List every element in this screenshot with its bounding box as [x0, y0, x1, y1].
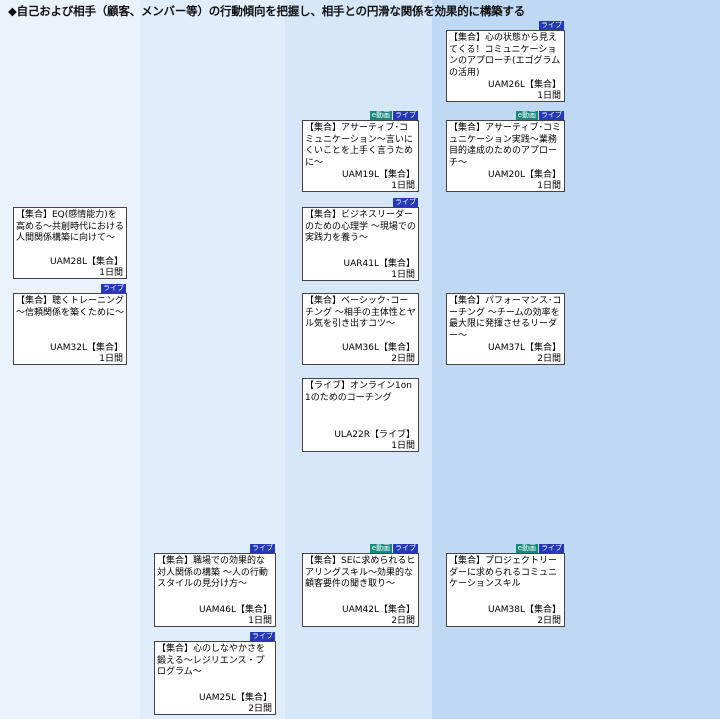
course-title: 【集合】ビジネスリーダーのための心理学 ～現場での実践力を養う～ [305, 210, 416, 243]
live-badge: ライブ [539, 111, 564, 120]
course-code: UAM26L【集合】 [488, 80, 561, 90]
course-duration: 2日間 [391, 354, 415, 364]
course-card-ula22r[interactable]: 【ライブ】オンライン1on1のためのコーチング ULA22R【ライブ】1日間 [302, 378, 419, 452]
course-card-uam38l[interactable]: 【集合】プロジェクトリーダーに求められるコミュニケーションスキル UAM38L【集… [446, 544, 565, 627]
course-card-uam37l[interactable]: 【集合】パフォーマンス･コーチング ～チームの効率を最大限に発揮させるリーダー～… [446, 293, 565, 365]
live-badge: ライブ [250, 544, 275, 553]
course-title: 【集合】EQ(感情能力)を高める～共創時代における人間関係構築に向けて～ [16, 210, 125, 243]
course-title: 【ライブ】オンライン1on1のためのコーチング [305, 381, 412, 403]
course-card-uam19l[interactable]: 【集合】アサーティブ･コミュニケーション～言いにくいことを上手く言うために～ UA… [302, 111, 419, 192]
course-code: UAM36L【集合】 [342, 343, 415, 353]
course-card-uam32l[interactable]: 【集合】聴くトレーニング～信頼関係を築くために～ UAM32L【集合】1日間 ライブ [13, 284, 127, 365]
badge-group: e動画ライブ [515, 544, 564, 553]
course-duration: 2日間 [248, 704, 272, 714]
badge-group: e動画ライブ [369, 544, 418, 553]
course-duration: 1日間 [391, 181, 415, 191]
course-duration: 1日間 [537, 181, 561, 191]
course-code: UAM20L【集合】 [488, 170, 561, 180]
badge-group: ライブ [393, 198, 418, 207]
live-badge: ライブ [539, 21, 564, 30]
course-duration: 1日間 [391, 441, 415, 451]
course-duration: 2日間 [391, 616, 415, 626]
course-card-uam26l[interactable]: 【集合】心の状態から見えてくる！コミュニケーションのアプローチ(エゴグラムの活用… [446, 21, 565, 102]
course-duration: 1日間 [248, 616, 272, 626]
course-code: UAM19L【集合】 [342, 170, 415, 180]
course-duration: 1日間 [99, 268, 123, 278]
page-title: ◆自己および相手（顧客、メンバー等）の行動傾向を把握し、相手との円滑な関係を効果… [8, 4, 526, 18]
live-badge: ライブ [101, 284, 126, 293]
badge-group: e動画ライブ [515, 111, 564, 120]
course-code: UAM37L【集合】 [488, 343, 561, 353]
course-card-uar41l[interactable]: 【集合】ビジネスリーダーのための心理学 ～現場での実践力を養う～ UAR41L【集… [302, 198, 419, 281]
course-duration: 2日間 [537, 616, 561, 626]
course-title: 【集合】ベーシック･コーチング ～相手の主体性とヤル気を引き出すコツ～ [305, 296, 416, 329]
live-badge: ライブ [539, 544, 564, 553]
course-title: 【集合】心のしなやかさを鍛える～レジリエンス・プログラム～ [157, 644, 266, 677]
course-code: UAM32L【集合】 [50, 343, 123, 353]
badge-group: ライブ [539, 21, 564, 30]
course-duration: 1日間 [537, 91, 561, 101]
live-badge: ライブ [393, 111, 418, 120]
course-code: UAM38L【集合】 [488, 605, 561, 615]
course-title: 【集合】職場での効果的な対人関係の構築 ～人の行動スタイルの見分け方～ [157, 556, 268, 589]
course-card-uam25l[interactable]: 【集合】心のしなやかさを鍛える～レジリエンス・プログラム～ UAM25L【集合】2… [154, 632, 276, 715]
course-card-uam28l[interactable]: 【集合】EQ(感情能力)を高める～共創時代における人間関係構築に向けて～ UAM2… [13, 207, 127, 279]
course-card-uam20l[interactable]: 【集合】アサーティブ･コミュニケーション実践～業務目的達成のためのアプローチ～ U… [446, 111, 565, 192]
edouga-badge: e動画 [515, 111, 538, 120]
course-duration: 1日間 [391, 270, 415, 280]
course-code: UAR41L【集合】 [343, 259, 415, 269]
course-card-uam36l[interactable]: 【集合】ベーシック･コーチング ～相手の主体性とヤル気を引き出すコツ～ UAM36… [302, 293, 419, 365]
course-code: UAM28L【集合】 [50, 257, 123, 267]
course-title: 【集合】SEに求められるヒアリングスキル～効果的な顧客要件の聞き取り～ [305, 556, 416, 589]
course-title: 【集合】パフォーマンス･コーチング ～チームの効率を最大限に発揮させるリーダー～ [449, 296, 562, 341]
badge-group: ライブ [101, 284, 126, 293]
course-code: UAM25L【集合】 [199, 693, 272, 703]
course-code: UAM46L【集合】 [199, 605, 272, 615]
course-title: 【集合】アサーティブ･コミュニケーション～言いにくいことを上手く言うために～ [305, 123, 414, 168]
badge-group: e動画ライブ [369, 111, 418, 120]
edouga-badge: e動画 [369, 544, 392, 553]
course-title: 【集合】心の状態から見えてくる！コミュニケーションのアプローチ(エゴグラムの活用… [449, 33, 561, 78]
course-code: ULA22R【ライブ】 [334, 430, 415, 440]
live-badge: ライブ [393, 198, 418, 207]
live-badge: ライブ [250, 632, 275, 641]
live-badge: ライブ [393, 544, 418, 553]
course-title: 【集合】プロジェクトリーダーに求められるコミュニケーションスキル [449, 556, 558, 589]
course-title: 【集合】アサーティブ･コミュニケーション実践～業務目的達成のためのアプローチ～ [449, 123, 561, 168]
edouga-badge: e動画 [369, 111, 392, 120]
course-card-uam46l[interactable]: 【集合】職場での効果的な対人関係の構築 ～人の行動スタイルの見分け方～ UAM46… [154, 544, 276, 627]
course-duration: 1日間 [99, 354, 123, 364]
course-duration: 2日間 [537, 354, 561, 364]
course-code: UAM42L【集合】 [342, 605, 415, 615]
course-card-uam42l[interactable]: 【集合】SEに求められるヒアリングスキル～効果的な顧客要件の聞き取り～ UAM42… [302, 544, 419, 627]
badge-group: ライブ [250, 544, 275, 553]
course-title: 【集合】聴くトレーニング～信頼関係を築くために～ [16, 296, 125, 318]
badge-group: ライブ [250, 632, 275, 641]
edouga-badge: e動画 [515, 544, 538, 553]
